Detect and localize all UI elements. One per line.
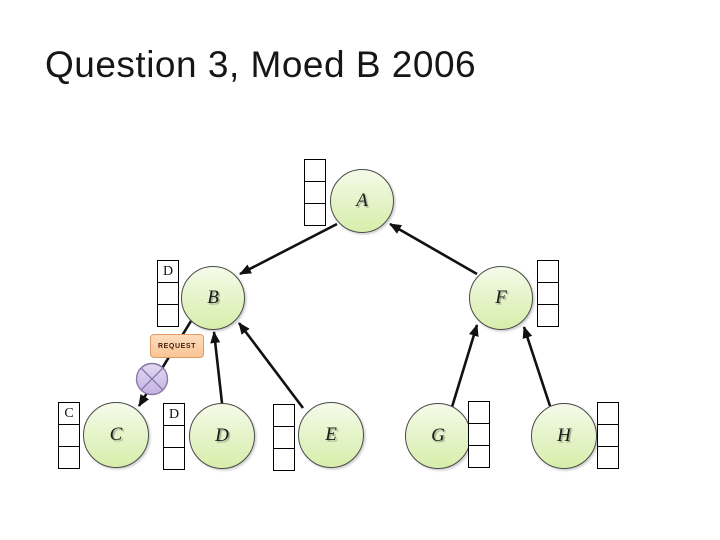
node-D: D <box>189 403 255 469</box>
queue-cell <box>273 404 295 427</box>
queue-cell: D <box>163 403 185 426</box>
node-A: A <box>330 169 394 233</box>
queue-cell <box>163 447 185 470</box>
queue-cell <box>58 446 80 469</box>
page-title: Question 3, Moed B 2006 <box>45 44 477 85</box>
node-H: H <box>531 403 597 469</box>
queue-cell <box>304 203 326 226</box>
queue-cell <box>273 448 295 471</box>
queue-F <box>537 260 559 327</box>
queue-cell <box>597 424 619 447</box>
node-G-label: G <box>431 425 445 446</box>
edge-g-f <box>450 324 479 408</box>
queue-G <box>468 401 490 468</box>
queue-cell <box>468 423 490 446</box>
edge-f-a <box>389 222 478 276</box>
node-E-label: E <box>325 424 337 445</box>
node-B: B <box>181 266 245 330</box>
queue-E <box>273 404 295 471</box>
queue-cell <box>163 425 185 448</box>
queue-cell <box>304 181 326 204</box>
queue-cell <box>537 282 559 305</box>
node-F: F <box>469 266 533 330</box>
queue-cell <box>597 446 619 469</box>
edge-d-b <box>210 331 224 404</box>
queue-C: C <box>58 402 80 469</box>
queue-cell <box>58 424 80 447</box>
queue-H <box>597 402 619 469</box>
node-G: G <box>405 403 471 469</box>
queue-D: D <box>163 403 185 470</box>
edge-h-f <box>522 326 552 407</box>
node-F-label: F <box>495 287 507 308</box>
edge-e-b <box>237 322 305 409</box>
queue-cell <box>468 401 490 424</box>
queue-cell <box>537 304 559 327</box>
request-message-label: REQUEST <box>150 334 204 358</box>
node-C: C <box>83 402 149 468</box>
node-E: E <box>298 402 364 468</box>
node-C-label: C <box>109 424 123 445</box>
node-B-label: B <box>207 287 219 308</box>
queue-cell: D <box>157 260 179 283</box>
node-H-label: H <box>557 425 571 446</box>
queue-A <box>304 159 326 226</box>
request-token-icon <box>135 362 169 396</box>
queue-cell <box>537 260 559 283</box>
queue-cell <box>273 426 295 449</box>
queue-cell <box>468 445 490 468</box>
edge-a-b <box>239 222 338 276</box>
node-D-label: D <box>215 425 229 446</box>
queue-cell <box>157 282 179 305</box>
queue-cell <box>304 159 326 182</box>
node-A-label: A <box>356 190 368 211</box>
queue-cell <box>157 304 179 327</box>
queue-B: D <box>157 260 179 327</box>
queue-cell <box>597 402 619 425</box>
queue-cell: C <box>58 402 80 425</box>
